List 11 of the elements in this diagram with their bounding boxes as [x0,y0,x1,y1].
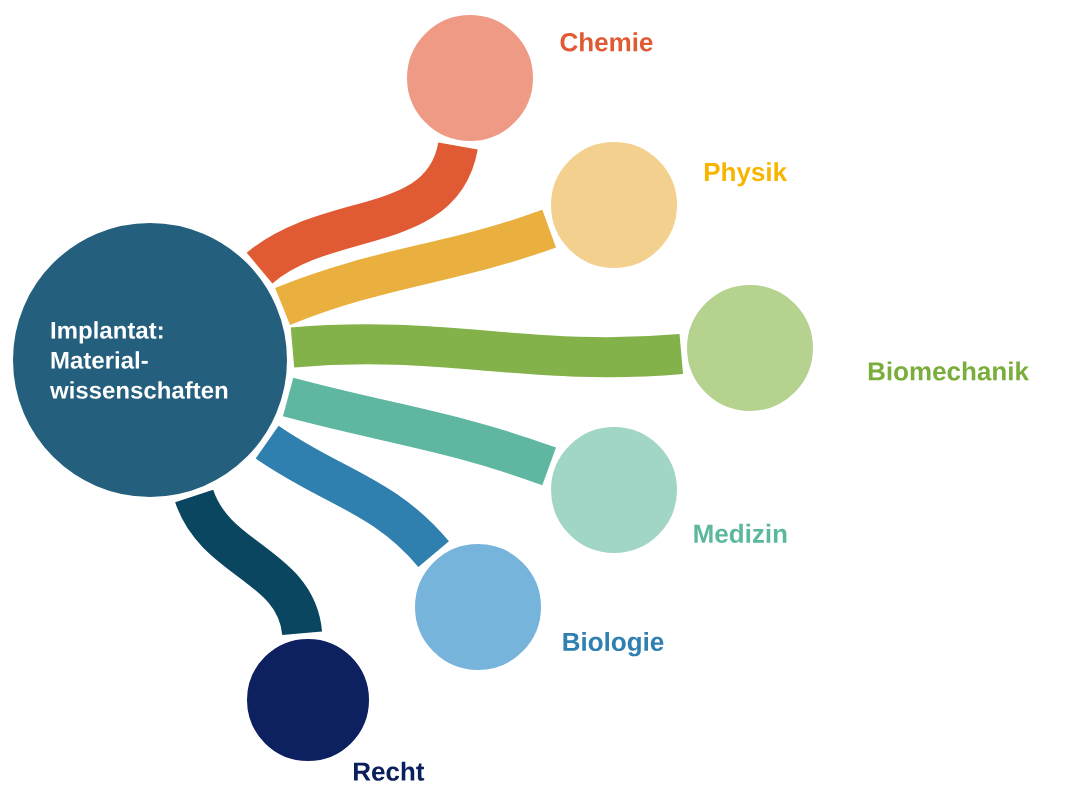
ribbon-connector [283,377,556,486]
ribbon-connector [291,324,683,378]
ribbon-connector [175,488,322,637]
node-label: Chemie [560,32,653,52]
ribbon-connector [275,209,556,326]
node-label: Biologie [563,632,664,657]
node-label: Biomechanik [868,361,1029,381]
node-label: Recht [354,761,425,781]
ribbon-connector [247,140,478,285]
node-label: Physik [704,162,788,187]
node-label: Medizin [694,523,787,543]
